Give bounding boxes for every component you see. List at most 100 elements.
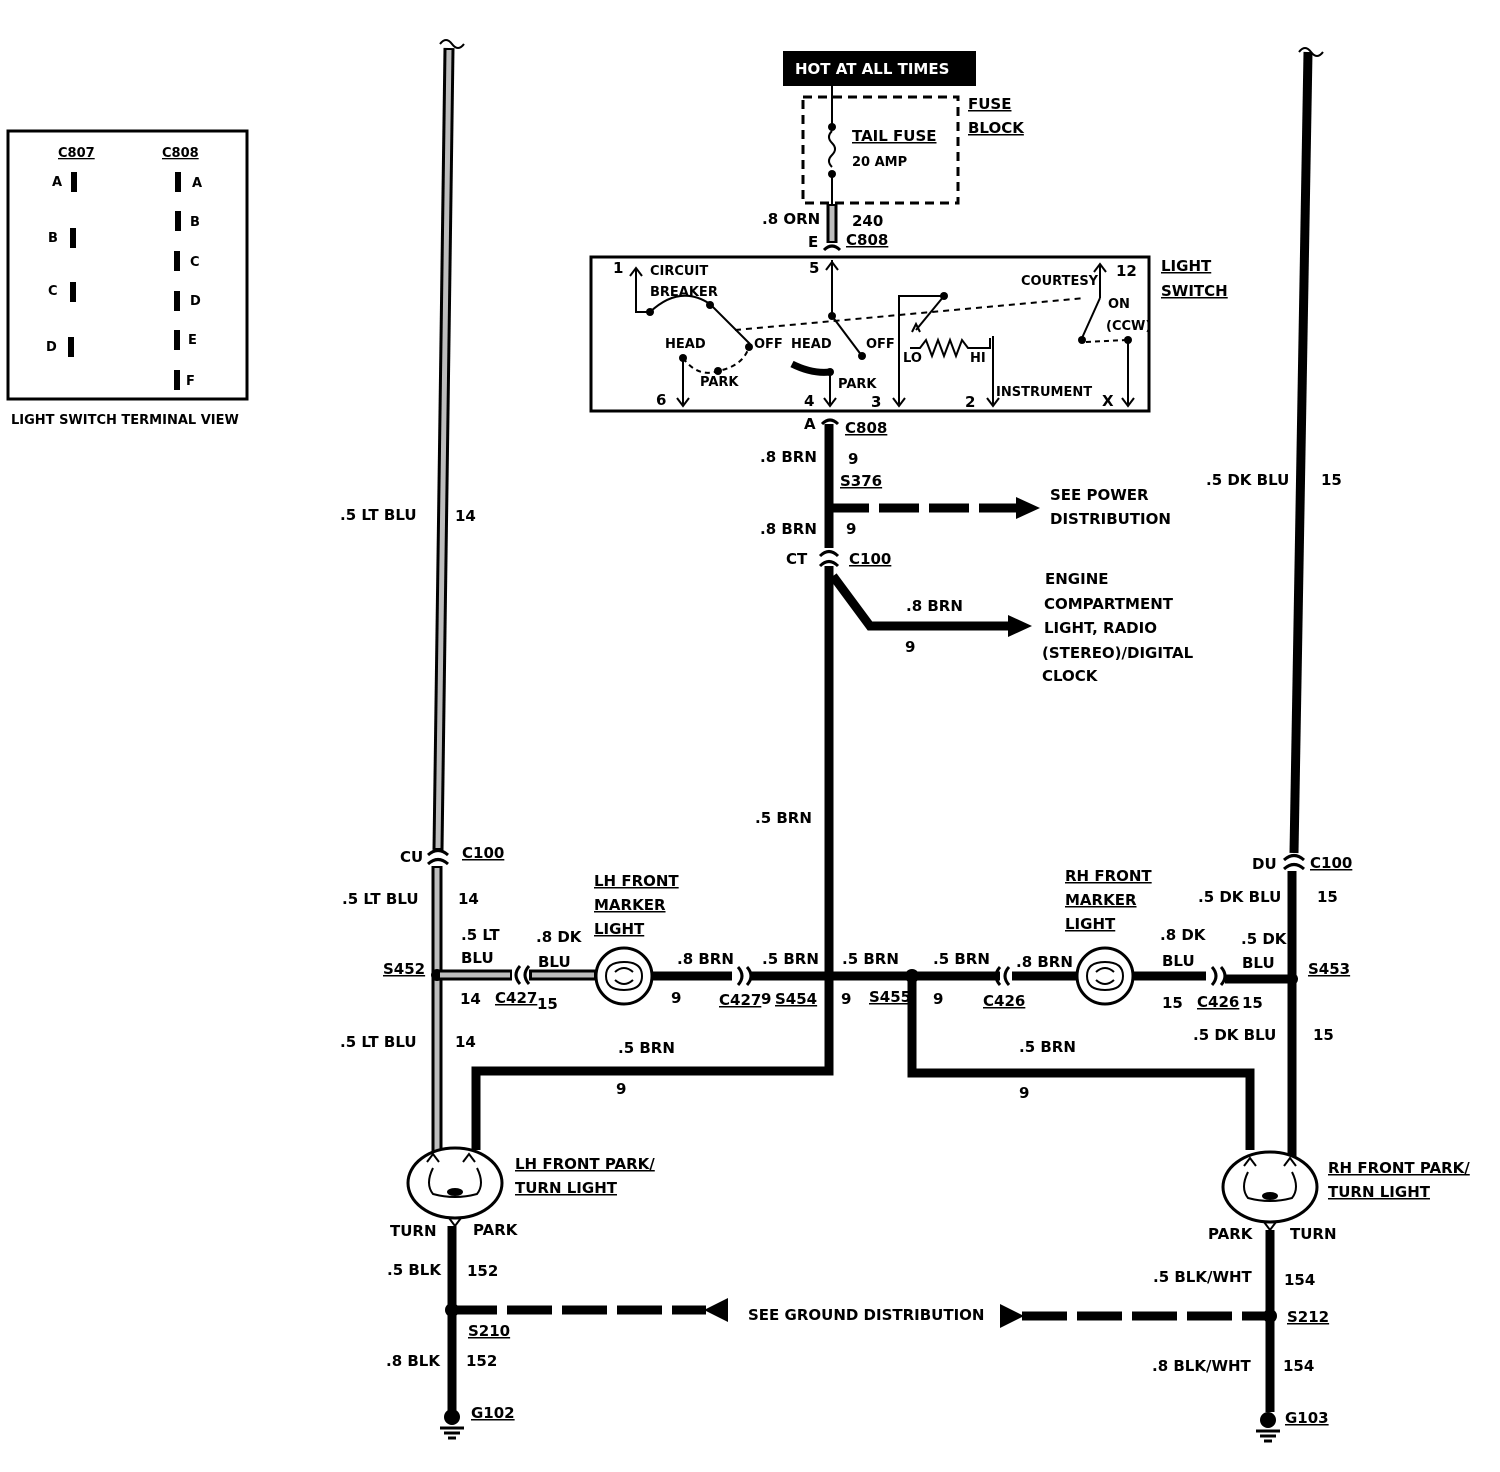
- circuit-label: CIRCUIT: [650, 264, 708, 279]
- c808-terminal-d: [174, 291, 180, 311]
- dk-blu-5-label-b: BLU: [1242, 954, 1275, 972]
- blk-wht8-label: .8 BLK/WHT: [1152, 1357, 1252, 1375]
- rh-marker-label-2: MARKER: [1065, 891, 1137, 909]
- s453-splice-label: S453: [1308, 960, 1350, 978]
- terminal-view: C807 C808 A B C D A B C D E F: [6, 129, 249, 401]
- on-label: ON: [1108, 297, 1130, 312]
- engine-label-4: (STEREO)/DIGITAL: [1042, 644, 1194, 662]
- ground-g102-icon: [440, 1409, 464, 1440]
- c808-terminal-a: [175, 172, 181, 192]
- lh-park-turn-label-2: TURN LIGHT: [515, 1179, 618, 1197]
- lh-front-park-turn-light: [406, 1146, 504, 1228]
- park-label-1: PARK: [700, 375, 739, 390]
- lt-blu-short-1: .5 LT: [461, 926, 500, 944]
- c808-pin-e-label: E: [808, 233, 818, 251]
- lh-front-marker-light: [594, 946, 654, 1006]
- lh-marker-label-3: LIGHT: [594, 920, 645, 938]
- c100-label-left: C100: [462, 844, 504, 862]
- pin-6: 6: [656, 391, 666, 409]
- park-label-2: PARK: [838, 377, 877, 392]
- c808-terminal-c: [174, 251, 180, 271]
- lh-park-label: PARK: [473, 1221, 519, 1239]
- pin-x: X: [1102, 392, 1114, 410]
- pin-4: 4: [804, 392, 814, 410]
- c807-label: C807: [58, 146, 95, 161]
- g103-label: G103: [1285, 1409, 1329, 1427]
- c100-label-center: C100: [849, 550, 891, 568]
- blk5-label: .5 BLK: [387, 1261, 442, 1279]
- dk-blu-label-1: .5 DK BLU: [1206, 471, 1289, 489]
- see-ground-distribution-label: SEE GROUND DISTRIBUTION: [748, 1306, 984, 1324]
- s455-splice-label: S455: [869, 988, 911, 1006]
- rh-park-turn-label-1: RH FRONT PARK/: [1328, 1159, 1470, 1177]
- s212-splice-label: S212: [1287, 1308, 1329, 1326]
- dk-blu-8-label-2b: BLU: [1162, 952, 1195, 970]
- circuit-15-label-6: 15: [1313, 1026, 1334, 1044]
- brn-wire-label-4: .8 BRN: [677, 950, 734, 968]
- dk-blu-5-label-a: .5 DK: [1241, 930, 1288, 948]
- c808-terminal-e: [174, 330, 180, 350]
- tail-fuse-label: TAIL FUSE: [852, 127, 937, 145]
- brn5-trunk-label: .5 BRN: [755, 809, 812, 827]
- brn-wire-label-5: .8 BRN: [1016, 953, 1073, 971]
- engine-label-5: CLOCK: [1042, 667, 1099, 685]
- light-switch-label-1: LIGHT: [1161, 257, 1212, 275]
- brn5-label-1: .5 BRN: [762, 950, 819, 968]
- c808-pin-a-label: A: [804, 415, 816, 433]
- orn-circuit-240: 240: [852, 212, 883, 230]
- circuit-15-label-3: 15: [1242, 994, 1263, 1012]
- c808-terminal-f: [174, 370, 180, 390]
- g102-label: G102: [471, 1404, 515, 1422]
- engine-label-3: LIGHT, RADIO: [1044, 619, 1157, 637]
- blk-wht5-label: .5 BLK/WHT: [1153, 1268, 1253, 1286]
- lo-label: LO: [903, 351, 922, 366]
- c807-terminal-d: [68, 337, 74, 357]
- pin-12: 12: [1116, 262, 1137, 280]
- rh-marker-label-1: RH FRONT: [1065, 867, 1152, 885]
- circuit-14-label-3: 14: [455, 1033, 476, 1051]
- fuse-block: TAIL FUSE 20 AMP FUSE BLOCK: [801, 86, 1025, 206]
- courtesy-label: COURTESY: [1021, 274, 1099, 289]
- c807-pin-b: B: [48, 231, 58, 246]
- dk-blu-8-label-1a: .8 DK: [536, 928, 583, 946]
- brn-wire-label-1: .8 BRN: [760, 448, 817, 466]
- dk-blu-label-3: .5 DK BLU: [1193, 1026, 1276, 1044]
- c808-top-label: C808: [846, 231, 888, 249]
- circuit-9-label-5: 9: [761, 990, 771, 1008]
- see-power-label-1: SEE POWER: [1050, 486, 1149, 504]
- off-label-1: OFF: [754, 337, 783, 352]
- terminal-view-title: LIGHT SWITCH TERMINAL VIEW: [11, 413, 239, 428]
- c100-label-right: C100: [1310, 854, 1352, 872]
- see-ground-arrow-left: [704, 1298, 728, 1322]
- rh-park-label: PARK: [1208, 1225, 1254, 1243]
- c427-label-left: C427: [495, 989, 537, 1007]
- light-switch: LIGHT SWITCH 1 CIRCUIT BREAKER HEAD PARK…: [589, 255, 1228, 413]
- s376-splice-label: S376: [840, 472, 882, 490]
- dk-blu-8-label-2a: .8 DK: [1160, 926, 1207, 944]
- c807-pin-a: A: [52, 175, 62, 190]
- engine-label-1: ENGINE: [1045, 570, 1109, 588]
- circuit-9-label-3: 9: [905, 638, 915, 656]
- c808-bottom-label: C808: [845, 419, 887, 437]
- head-label-1: HEAD: [665, 337, 706, 352]
- c808-terminal-b: [175, 211, 181, 231]
- hot-at-all-times-banner: [783, 51, 976, 86]
- rh-park-turn-label-2: TURN LIGHT: [1328, 1183, 1431, 1201]
- s452-splice-label: S452: [383, 960, 425, 978]
- circuit-152-label-1: 152: [467, 1262, 498, 1280]
- blk8-label: .8 BLK: [386, 1352, 441, 1370]
- c808-pin-f: F: [186, 374, 195, 389]
- c426-label-left: C426: [983, 992, 1025, 1010]
- ccw-label: (CCW): [1106, 319, 1151, 334]
- instrument-label: INSTRUMENT: [996, 385, 1092, 400]
- fuse-block-label-2: BLOCK: [968, 119, 1025, 137]
- c807-pin-d: D: [46, 340, 57, 355]
- pin-5: 5: [809, 259, 819, 277]
- hot-at-all-times-label: HOT AT ALL TIMES: [795, 60, 949, 78]
- circuit-14-label-4: 14: [460, 990, 481, 1008]
- lh-park-turn-label-1: LH FRONT PARK/: [515, 1155, 655, 1173]
- rh-front-marker-light: [1075, 946, 1135, 1006]
- see-power-label-2: DISTRIBUTION: [1050, 510, 1171, 528]
